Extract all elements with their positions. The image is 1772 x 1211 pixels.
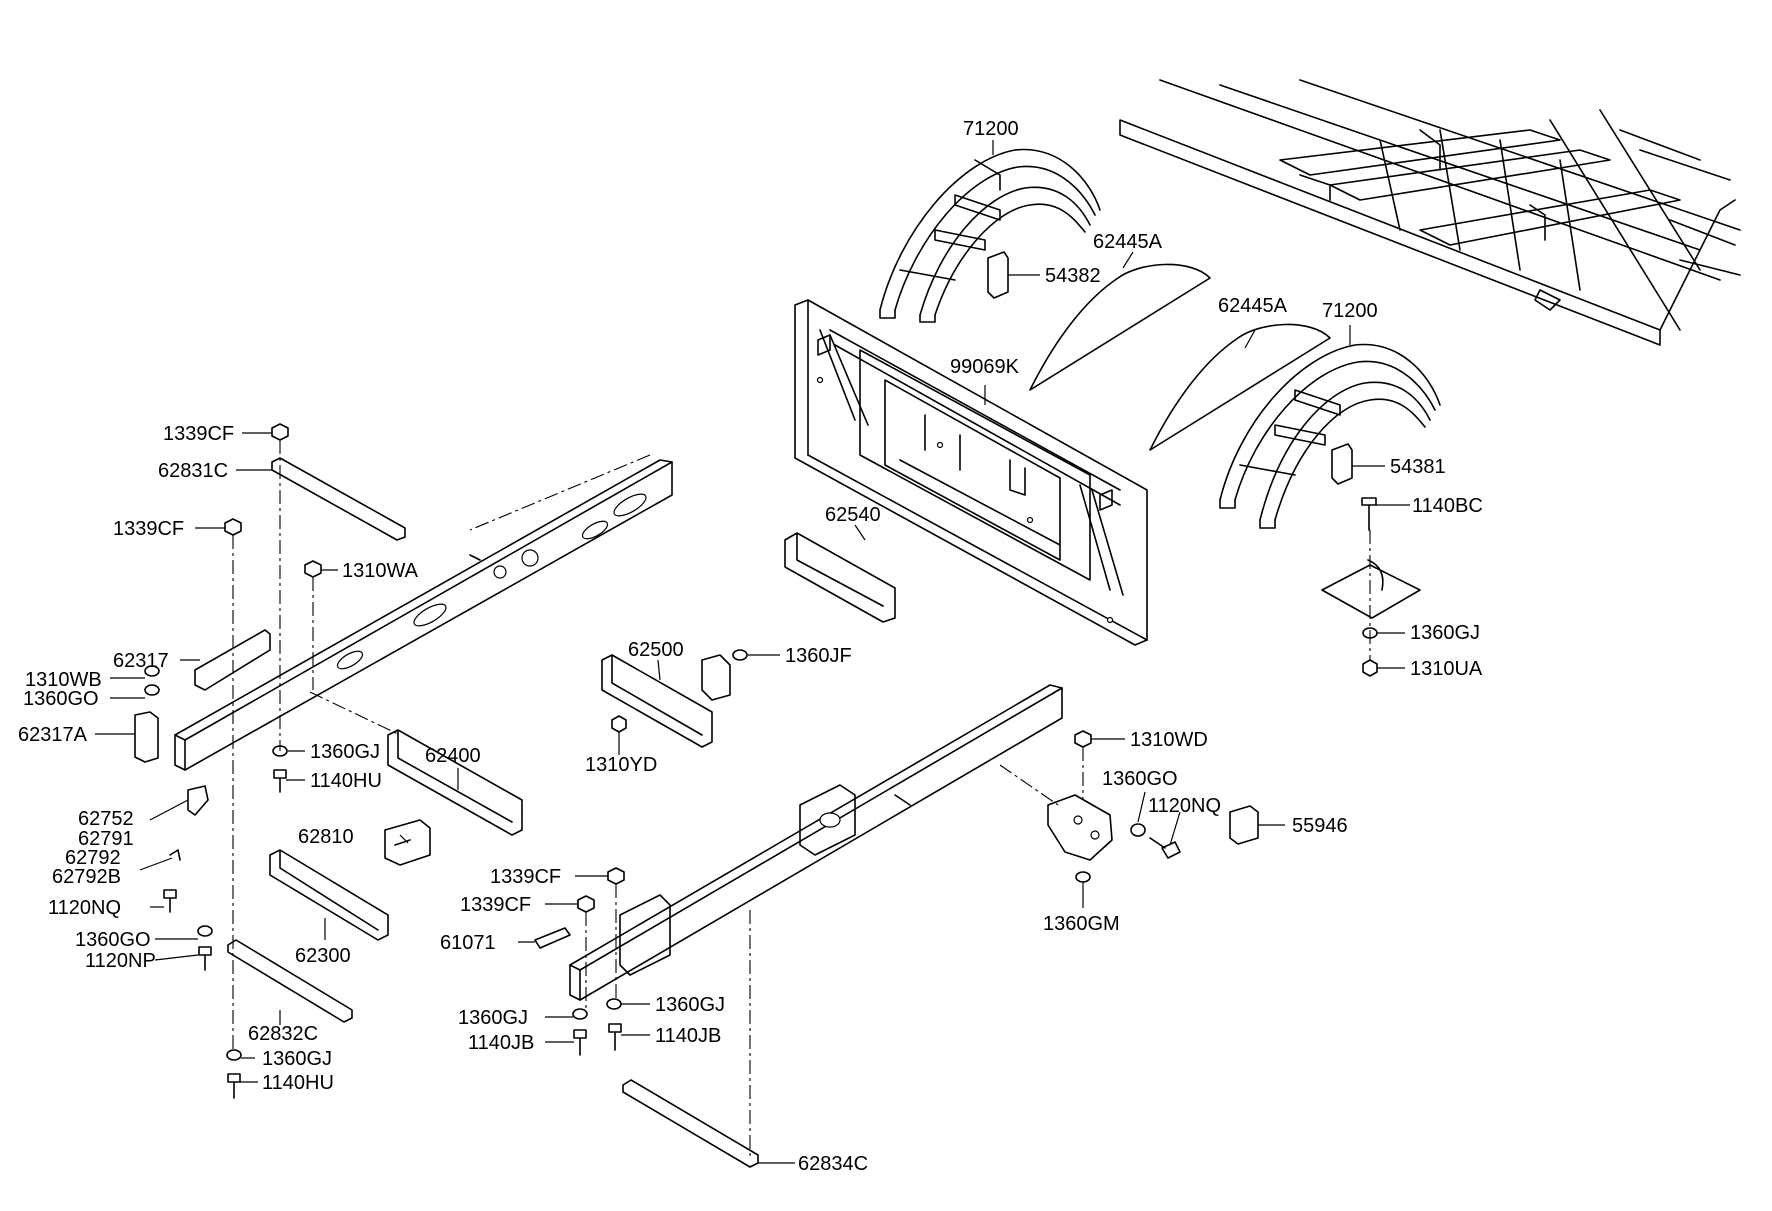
label-1360gj-right: 1360GJ: [1410, 622, 1480, 644]
label-1360go-2: 1360GO: [75, 929, 151, 951]
label-62832c: 62832C: [248, 1023, 318, 1045]
label-1339cf-2: 1339CF: [113, 518, 184, 540]
left-frame-rail-drawing: [174, 459, 673, 771]
label-1339cf-1: 1339CF: [163, 423, 234, 445]
label-1360go-left: 1360GO: [23, 688, 99, 710]
label-1360gj-1: 1360GJ: [310, 741, 380, 763]
mudflap-upper-drawing: [1029, 263, 1211, 391]
label-61071: 61071: [440, 932, 496, 954]
label-55946: 55946: [1292, 815, 1348, 837]
label-62810: 62810: [298, 826, 354, 848]
label-1140hu-1: 1140HU: [310, 770, 382, 792]
strip-62832c-drawing: [227, 939, 353, 1023]
label-62831c: 62831C: [158, 460, 228, 482]
label-62791: 62791: [78, 828, 134, 850]
bracket-62810-drawing: [384, 819, 431, 866]
mudflap-lower-drawing: [1149, 323, 1331, 451]
channel-62540-drawing: [784, 532, 896, 623]
nut-1360jf-drawing: [732, 649, 748, 661]
label-62500: 62500: [628, 639, 684, 661]
label-1140jb-1: 1140JB: [468, 1032, 534, 1054]
center-hardware-drawing: [572, 867, 751, 1160]
label-62445a-lower: 62445A: [1218, 295, 1288, 317]
member-62500-drawing: [601, 654, 713, 748]
pad-61071-drawing: [534, 927, 571, 949]
member-62400-drawing: [387, 729, 523, 836]
label-71200-right: 71200: [1322, 300, 1378, 322]
label-1360jf: 1360JF: [785, 645, 852, 667]
label-62317a: 62317A: [18, 724, 88, 746]
label-62834c: 62834C: [798, 1153, 868, 1175]
strip-62834c-drawing: [622, 1079, 759, 1168]
label-71200-left: 71200: [963, 118, 1019, 140]
left-hardware-drawing: [144, 423, 322, 1099]
label-1120np: 1120NP: [85, 950, 156, 972]
label-99069k: 99069K: [950, 356, 1020, 378]
label-62400: 62400: [425, 745, 481, 767]
label-1360gj-2: 1360GJ: [262, 1048, 332, 1070]
label-54381: 54381: [1390, 456, 1446, 478]
right-hardware-drawing: [1321, 497, 1421, 677]
bracket-62500-drawing: [701, 654, 731, 701]
right-bracket-assembly-drawing: [999, 730, 1259, 883]
label-62792: 62792: [65, 847, 121, 869]
part-labels: 71200 62445A 54382 99069K 62445A 71200 5…: [18, 118, 1483, 1175]
label-62300: 62300: [295, 945, 351, 967]
right-frame-rail-drawing: [569, 684, 1063, 1001]
label-1310yd: 1310YD: [585, 754, 657, 776]
centerline-2: [469, 454, 651, 531]
bracket-54381-drawing: [1331, 443, 1353, 485]
member-62300-drawing: [269, 849, 389, 941]
centerline-1: [309, 691, 401, 736]
label-62752: 62752: [78, 808, 134, 830]
label-1360gj-4: 1360GJ: [655, 994, 725, 1016]
label-1339cf-4: 1339CF: [460, 894, 531, 916]
label-62317: 62317: [113, 650, 169, 672]
label-1310wb: 1310WB: [25, 669, 102, 691]
label-1339cf-3: 1339CF: [490, 866, 561, 888]
bracket-62317-drawing: [194, 629, 271, 691]
bed-frame-drawing: [1119, 79, 1741, 346]
strip-62831c-drawing: [271, 457, 406, 541]
label-62792b: 62792B: [52, 866, 121, 888]
label-54382: 54382: [1045, 265, 1101, 287]
nut-1310yd-drawing: [611, 715, 627, 733]
label-1120nq-left: 1120NQ: [48, 897, 121, 919]
label-1140jb-2: 1140JB: [655, 1025, 721, 1047]
leader-lines: [95, 140, 1410, 1164]
label-1310ua: 1310UA: [1410, 658, 1483, 680]
bracket-62317a-drawing: [134, 711, 159, 763]
bracket-54382-drawing: [987, 251, 1009, 299]
label-62445a-upper: 62445A: [1093, 231, 1163, 253]
label-1310wa: 1310WA: [342, 560, 419, 582]
label-1360gm: 1360GM: [1043, 913, 1120, 935]
label-1140hu-2: 1140HU: [262, 1072, 334, 1094]
label-1360go-right: 1360GO: [1102, 768, 1178, 790]
label-1360gj-3: 1360GJ: [458, 1007, 528, 1029]
panel-99069k-drawing: [794, 299, 1148, 646]
label-62540: 62540: [825, 504, 881, 526]
wheelhouse-left-drawing: [879, 148, 1101, 323]
label-1120nq-right: 1120NQ: [1148, 795, 1221, 817]
label-1310wd: 1310WD: [1130, 729, 1208, 751]
wheelhouse-right-drawing: [1219, 343, 1441, 529]
label-1140bc: 1140BC: [1412, 495, 1483, 517]
